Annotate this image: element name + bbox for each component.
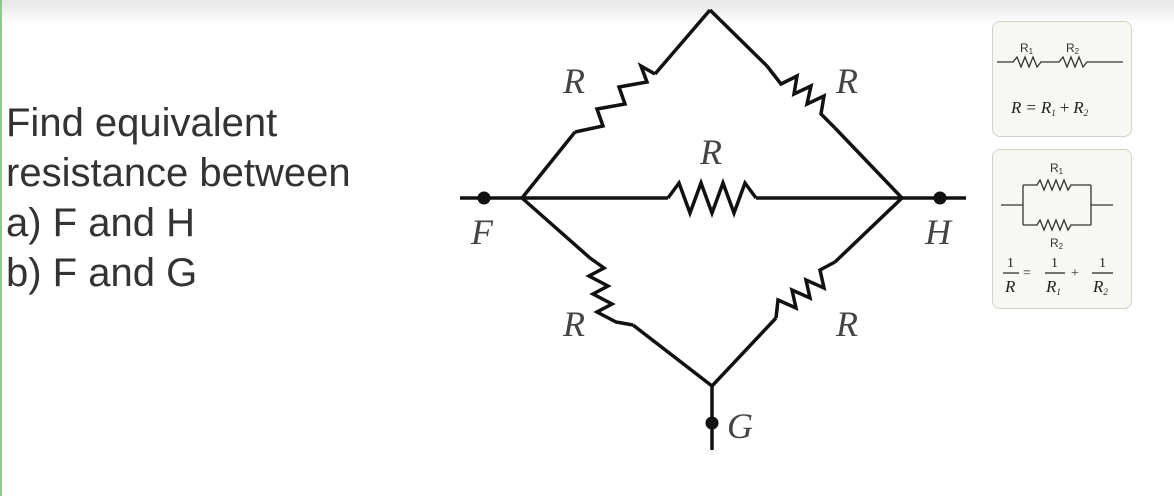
series-wire xyxy=(997,55,1123,69)
wire-bottom-right xyxy=(833,196,904,264)
parallel-reference-diagram: R1 R2 1 R = 1 R1 + 1 R2 xyxy=(1001,161,1113,297)
series-reference-diagram: R1 R2 R=R1+R2 xyxy=(997,41,1123,118)
frac2-denominator: R1 xyxy=(1045,277,1061,297)
left-edge xyxy=(0,0,2,496)
resistor-label-bottom-right: R xyxy=(835,304,858,344)
resistor-label-top-right: R xyxy=(835,61,858,101)
resistor-label-middle: R xyxy=(699,132,722,172)
node-f-label: F xyxy=(470,212,494,252)
formula-plus: + xyxy=(1071,266,1079,281)
parallel-formula: 1 R = 1 R1 + 1 R2 xyxy=(1003,256,1113,297)
wire-top-right-upper xyxy=(708,8,769,68)
wire-top-left xyxy=(520,130,577,200)
wire-top-left-upper xyxy=(653,8,712,76)
node-h-dot xyxy=(933,191,947,205)
resistor-top-right xyxy=(765,64,837,130)
frac1-numerator: 1 xyxy=(1007,256,1014,271)
question-line-2: resistance between xyxy=(6,151,351,195)
resistor-bottom-right xyxy=(774,260,836,319)
question-part-a: a) F and H xyxy=(6,201,195,245)
frac3-numerator: 1 xyxy=(1099,256,1106,271)
resistor-middle xyxy=(666,177,758,219)
wire-top-right xyxy=(833,126,904,200)
resistor-label-top-left: R xyxy=(562,61,585,101)
wire-bottom-right-lower xyxy=(710,316,778,388)
formula-equals: = xyxy=(1023,266,1031,281)
parallel-r2-label: R2 xyxy=(1050,236,1064,251)
parallel-upper-branch xyxy=(1023,178,1091,192)
node-f-dot xyxy=(477,191,491,205)
series-r1-label: R1 xyxy=(1020,41,1034,56)
series-reference-card: R1 R2 R=R1+R2 xyxy=(992,21,1132,137)
resistor-label-bottom-left: R xyxy=(562,304,585,344)
node-g-dot xyxy=(705,416,719,430)
parallel-lower-branch xyxy=(1023,218,1091,232)
frac1-denominator: R xyxy=(1004,277,1016,296)
frac3-denominator: R2 xyxy=(1092,277,1108,297)
wire-bottom-left xyxy=(520,196,592,260)
node-h-label: H xyxy=(924,212,953,252)
top-fade xyxy=(0,0,1174,26)
question-text: Find equivalent resistance between a) F … xyxy=(6,98,426,298)
node-g-label: G xyxy=(727,406,753,446)
frac2-numerator: 1 xyxy=(1051,256,1058,271)
parallel-r1-label: R1 xyxy=(1050,161,1064,176)
series-formula: R=R1+R2 xyxy=(1010,98,1089,118)
wire-bottom-left-lower xyxy=(631,323,714,388)
resistor-bottom-left xyxy=(585,256,634,327)
question-part-b: b) F and G xyxy=(6,251,198,295)
resistor-top-left xyxy=(574,62,656,134)
series-r2-label: R2 xyxy=(1066,41,1080,56)
parallel-reference-card: R1 R2 1 R = 1 R1 + 1 R2 xyxy=(992,149,1132,309)
question-line-1: Find equivalent xyxy=(6,101,278,145)
